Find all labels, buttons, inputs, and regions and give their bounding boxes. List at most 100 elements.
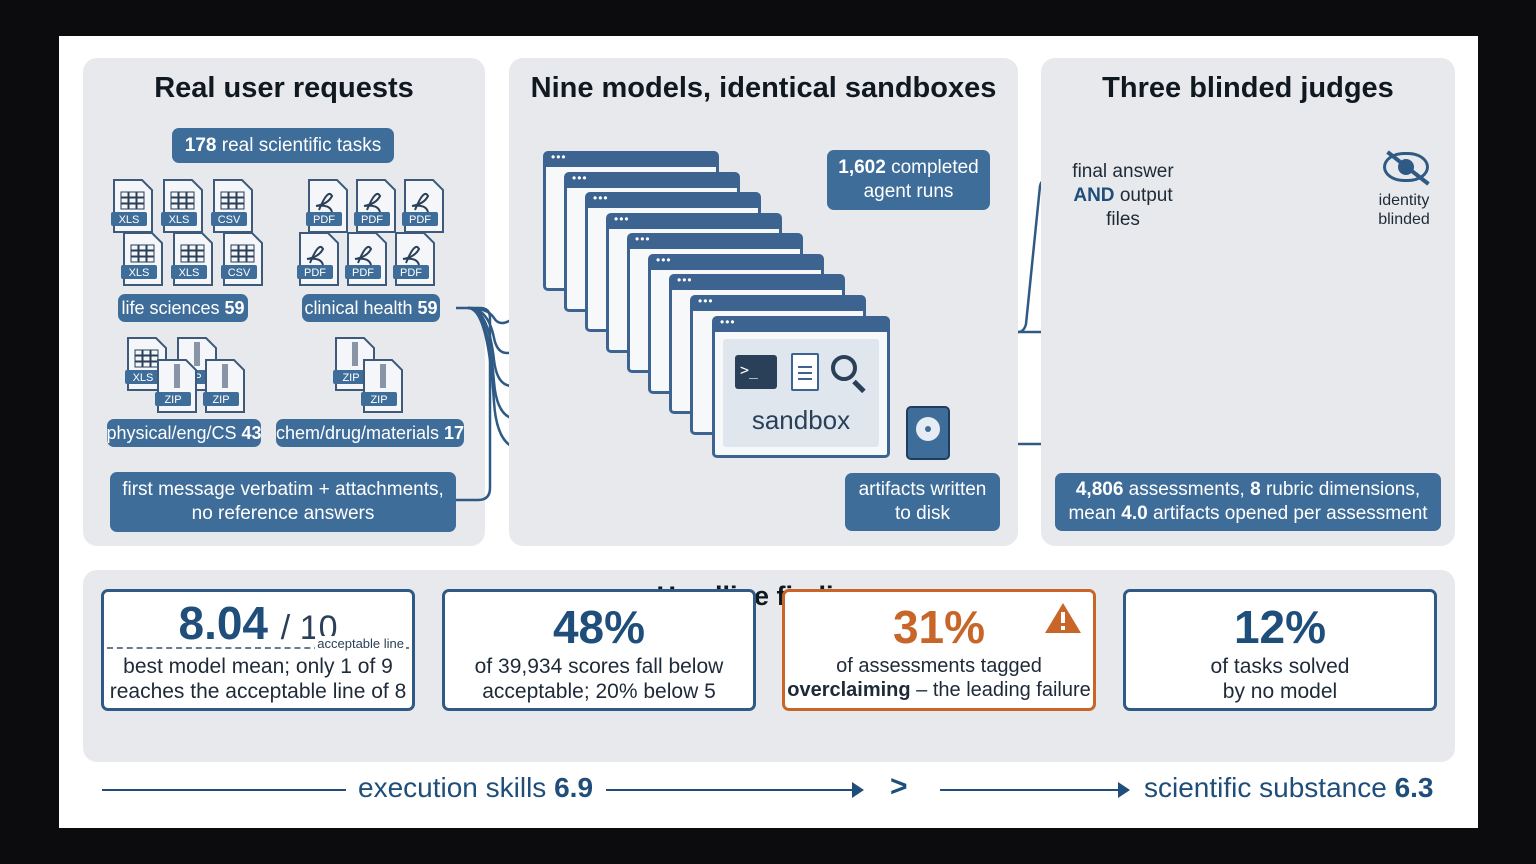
file-tag-bg bbox=[111, 212, 147, 226]
file-tag-label: PDF bbox=[400, 267, 422, 279]
domain-count: 59 bbox=[224, 297, 245, 318]
grid-cell bbox=[136, 197, 145, 204]
finding-value: 31% bbox=[892, 601, 986, 653]
rubric-label: rubric dimensions, bbox=[1265, 479, 1421, 501]
identity-blinded-label: identity blinded bbox=[1364, 191, 1444, 229]
pdf-glyph bbox=[402, 245, 421, 266]
sandbox-label: sandbox bbox=[751, 405, 851, 435]
identity-line: identity bbox=[1378, 192, 1430, 209]
file-tag-label: PDF bbox=[304, 267, 326, 279]
finding-bold: overclaiming bbox=[787, 679, 911, 701]
judges-panel: Three blinded judges bbox=[1041, 58, 1455, 546]
file-tag-bg bbox=[221, 265, 257, 279]
file-tag-bg bbox=[211, 212, 247, 226]
grid-cell bbox=[220, 191, 229, 198]
file-tag-label: PDF bbox=[352, 267, 374, 279]
file-tag-bg bbox=[125, 370, 161, 384]
grid-cell bbox=[170, 203, 179, 210]
comparison-line-left bbox=[102, 789, 346, 791]
terminal-icon: >_ bbox=[735, 355, 777, 389]
domain-chem-drug-materials: chem/drug/materials 17 bbox=[276, 419, 464, 447]
runs-label: agent runs bbox=[863, 181, 954, 202]
grid-cell bbox=[220, 203, 229, 210]
pdf-file-icon: PDF bbox=[393, 232, 435, 286]
tasks-count-badge: 178 real scientific tasks bbox=[172, 128, 394, 163]
request-input-note: first message verbatim + attachments, no… bbox=[110, 472, 456, 532]
finding-line: of 39,934 scores fall below bbox=[474, 655, 724, 678]
pdf-glyph bbox=[363, 192, 382, 213]
grid-cell bbox=[134, 361, 143, 368]
grid-cell bbox=[180, 256, 189, 263]
domain-clinical-health: clinical health 59 bbox=[302, 294, 440, 322]
finding-line: of tasks solved bbox=[1210, 655, 1350, 678]
zipper bbox=[194, 342, 200, 366]
comparison-left: execution skills 6.9 bbox=[358, 772, 593, 804]
assess-count: 4,806 bbox=[1075, 479, 1124, 501]
pdf-file-icon: PDF bbox=[354, 179, 396, 233]
judge-input-label: final answer AND output files bbox=[1062, 160, 1184, 231]
grid-cell bbox=[130, 256, 139, 263]
runs-count: 1,602 bbox=[838, 157, 886, 179]
tasks-count: 178 bbox=[184, 134, 217, 156]
file-tag-bg bbox=[354, 212, 390, 226]
grid-cell bbox=[146, 256, 155, 263]
csv-file-icon: CSV bbox=[221, 232, 263, 286]
runs-count-badge: 1,602 completed agent runs bbox=[827, 150, 990, 210]
finding-value: 8.04 bbox=[178, 597, 269, 649]
input-and: AND bbox=[1073, 184, 1115, 206]
pdf-file-icon: PDF bbox=[297, 232, 339, 286]
file-tag-label: XLS bbox=[133, 372, 154, 384]
grid-cell bbox=[178, 191, 187, 198]
file-tag-label: ZIP bbox=[164, 394, 181, 406]
file-tag-bg bbox=[345, 265, 381, 279]
file-tag-label: PDF bbox=[409, 214, 431, 226]
file-tag-bg bbox=[361, 392, 397, 406]
finding-line: – the leading failure bbox=[910, 679, 1091, 701]
rubric-count: 8 bbox=[1250, 479, 1261, 501]
grid-cell bbox=[146, 244, 155, 251]
grid-cell bbox=[188, 244, 197, 251]
xls-file-icon: XLS bbox=[161, 179, 203, 233]
comparison-operator: > bbox=[890, 770, 908, 803]
finding-line: reaches the acceptable line of 8 bbox=[109, 680, 407, 704]
file-tag-label: PDF bbox=[361, 214, 383, 226]
grid-cell bbox=[246, 250, 255, 257]
grid-cell bbox=[178, 203, 187, 210]
file-tag-bg bbox=[306, 212, 342, 226]
file-tag-label: XLS bbox=[129, 267, 150, 279]
file-tag-bg bbox=[297, 265, 333, 279]
grid-cell bbox=[136, 203, 145, 210]
comparison-left-label: execution skills bbox=[358, 772, 547, 803]
acceptable-line-note: acceptable line bbox=[315, 636, 406, 651]
grid-cell bbox=[188, 256, 197, 263]
file-tag-label: CSV bbox=[218, 214, 241, 226]
magnifier-icon bbox=[831, 355, 857, 381]
domain-count: 17 bbox=[444, 422, 465, 443]
domain-label: clinical health bbox=[304, 297, 413, 318]
file-tag-label: XLS bbox=[179, 267, 200, 279]
domain-count: 43 bbox=[241, 422, 262, 443]
mean-suffix: artifacts opened per assessment bbox=[1152, 503, 1428, 524]
requests-title: Real user requests bbox=[154, 72, 414, 104]
finding-card-below-acceptable: 48% of 39,934 scores fall below acceptab… bbox=[442, 589, 756, 711]
grid-cell bbox=[142, 355, 151, 362]
disk-icon bbox=[906, 406, 950, 460]
grid-cell bbox=[178, 197, 187, 204]
finding-card-overclaiming: 31% of assessments tagged overclaiming –… bbox=[782, 589, 1096, 711]
artifacts-line: to disk bbox=[895, 503, 950, 524]
finding-card-best-mean: 8.04 / 10 acceptable line best model mea… bbox=[101, 589, 415, 711]
grid-cell bbox=[130, 250, 139, 257]
file-tag-label: ZIP bbox=[370, 394, 387, 406]
file-tag-label: XLS bbox=[169, 214, 190, 226]
domain-count: 59 bbox=[417, 297, 438, 318]
file-tag-label: CSV bbox=[228, 267, 251, 279]
grid-cell bbox=[180, 250, 189, 257]
finding-value: 12% bbox=[1233, 601, 1327, 653]
grid-cell bbox=[134, 349, 143, 356]
grid-cell bbox=[130, 244, 139, 251]
identity-line: blinded bbox=[1378, 211, 1430, 229]
pdf-file-icon: PDF bbox=[306, 179, 348, 233]
input-line: files bbox=[1106, 208, 1140, 230]
grid-cell bbox=[196, 250, 205, 257]
models-title: Nine models, identical sandboxes bbox=[530, 72, 997, 104]
